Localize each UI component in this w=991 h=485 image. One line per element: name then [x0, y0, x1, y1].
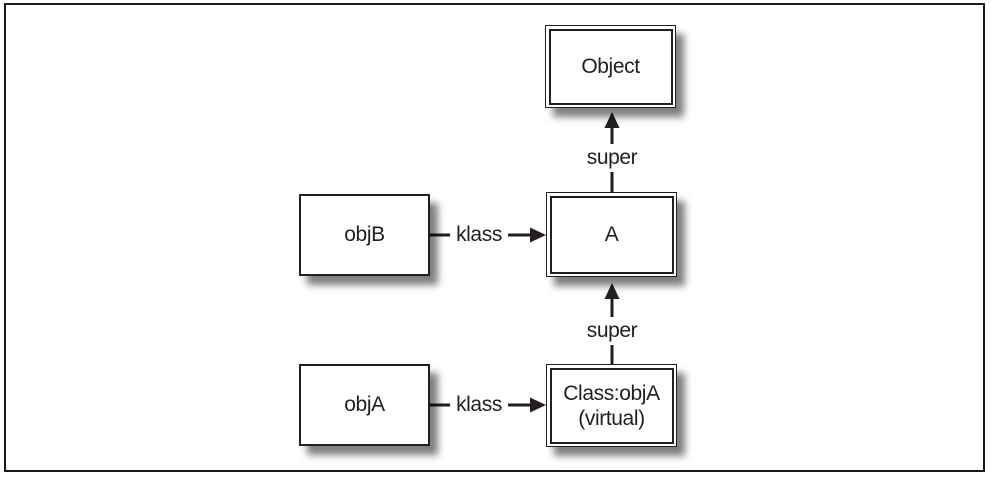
node-a-label: A — [604, 223, 619, 246]
diagram-frame — [4, 3, 985, 472]
node-objb-label: objB — [344, 223, 385, 246]
node-object-inner: Object — [548, 28, 673, 105]
node-obja: objA — [299, 364, 430, 446]
edge-label-klass-objb-to-a: klass — [450, 221, 508, 249]
edge-label-super-classobja-to-a: super — [580, 317, 644, 345]
node-a: A — [546, 192, 677, 277]
node-a-inner: A — [549, 195, 674, 274]
node-class-obja-label-line2: (virtual) — [578, 406, 645, 430]
node-obja-label: objA — [344, 393, 385, 416]
node-class-obja: Class:objA (virtual) — [546, 364, 677, 447]
node-objb: objB — [299, 194, 430, 276]
node-class-obja-inner: Class:objA (virtual) — [549, 367, 674, 444]
node-class-obja-label-line1: Class:objA — [563, 381, 660, 405]
node-object: Object — [545, 25, 676, 108]
edge-label-klass-obja-to-classobja: klass — [450, 391, 508, 419]
edge-label-super-a-to-object: super — [580, 144, 644, 172]
node-object-label: Object — [581, 55, 640, 78]
